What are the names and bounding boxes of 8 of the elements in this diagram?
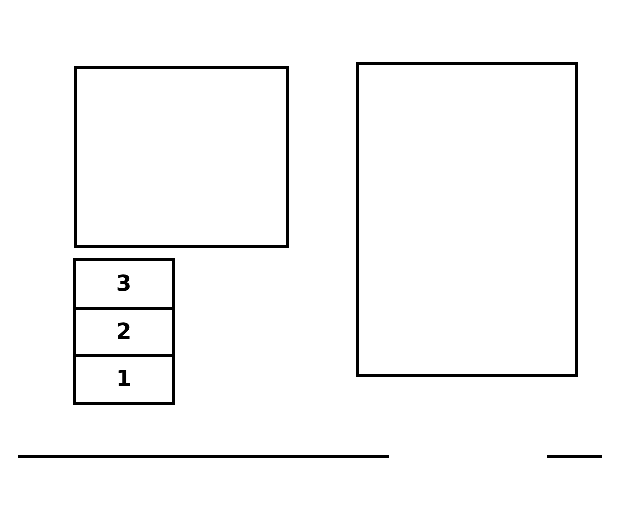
parking-space xyxy=(73,258,175,310)
parking-space xyxy=(73,354,175,405)
empty-box xyxy=(356,62,578,377)
empty-box xyxy=(74,66,289,248)
space-number: 2 xyxy=(116,320,132,344)
parking-space xyxy=(73,307,175,357)
space-number: 3 xyxy=(116,272,132,296)
space-number: 1 xyxy=(116,367,132,392)
